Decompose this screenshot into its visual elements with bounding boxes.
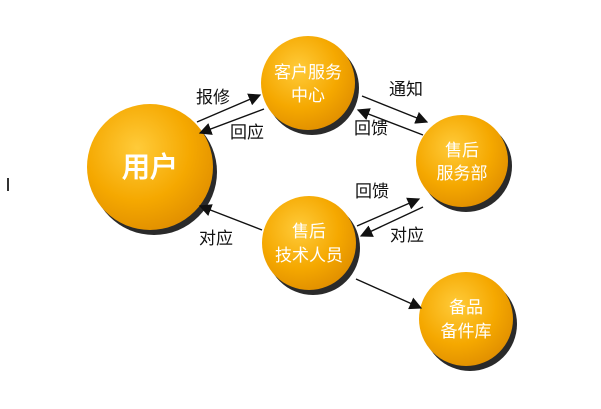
node-tech-staff-line1: 售后 [292,222,326,242]
node-spare-parts: 备品 备件库 [419,272,513,366]
node-spare-parts-line1: 备品 [449,298,483,318]
arrow-feedback-top [356,108,424,136]
node-tech-staff-line2: 技术人员 [275,246,343,266]
arrow-to-spare-parts [355,278,423,310]
label-notify: 通知 [389,80,423,100]
node-spare-parts-line2: 备件库 [441,322,492,342]
node-service-center: 客户服务 中心 [261,36,355,130]
arrow-report-repair [196,93,262,123]
arrow-feedback-mid [356,197,421,227]
text-cursor-mark [7,178,9,191]
label-feedback-mid: 回馈 [355,182,389,202]
label-response: 回应 [230,123,264,143]
node-after-sales-dept-line2: 服务部 [437,164,488,184]
node-service-center-line2: 中心 [291,86,325,106]
arrow-response [198,108,265,135]
node-tech-staff: 售后 技术人员 [262,196,356,290]
node-after-sales-dept: 售后 服务部 [416,115,508,207]
node-after-sales-dept-line1: 售后 [445,141,479,161]
arrow-respond-mid [359,206,424,237]
arrow-notify [361,95,429,124]
node-user: 用户 [87,104,213,230]
arrow-respond-left [198,204,263,231]
label-respond-left: 对应 [199,229,233,249]
arrows [196,93,429,310]
label-report-repair: 报修 [196,88,230,108]
label-respond-mid: 对应 [390,226,424,246]
node-user-label: 用户 [122,151,178,184]
label-feedback-top: 回馈 [354,119,388,139]
node-service-center-line1: 客户服务 [274,63,342,83]
